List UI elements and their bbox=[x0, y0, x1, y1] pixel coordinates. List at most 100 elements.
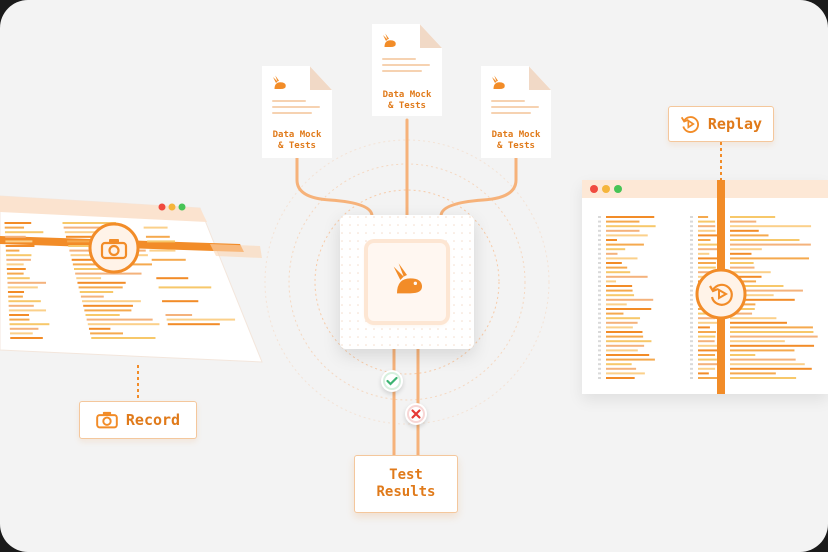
code-line bbox=[698, 257, 722, 260]
code-line bbox=[165, 314, 193, 316]
code-line bbox=[730, 377, 797, 379]
code-line bbox=[9, 314, 30, 316]
code-line bbox=[606, 294, 635, 297]
code-line bbox=[730, 289, 803, 292]
line-number bbox=[598, 312, 601, 315]
replay-icon bbox=[680, 116, 699, 133]
code-line bbox=[606, 243, 644, 246]
line-number bbox=[598, 266, 601, 269]
code-line bbox=[730, 321, 787, 324]
line-number bbox=[690, 358, 693, 361]
line-number bbox=[690, 243, 693, 246]
code-line bbox=[730, 257, 810, 260]
pass-status bbox=[381, 370, 403, 392]
code-line bbox=[80, 295, 104, 298]
code-line bbox=[698, 331, 716, 333]
code-line bbox=[162, 300, 199, 303]
line-number bbox=[598, 331, 601, 333]
code-line bbox=[83, 304, 133, 307]
line-number bbox=[598, 252, 601, 255]
code-line bbox=[698, 321, 723, 324]
rabbit-logo-icon bbox=[383, 33, 396, 47]
code-line bbox=[606, 289, 633, 292]
doc-3-label-line2: & Tests bbox=[497, 141, 535, 151]
code-line bbox=[64, 231, 121, 234]
code-line bbox=[606, 285, 633, 287]
code-line bbox=[698, 340, 715, 343]
replay-code-lines bbox=[598, 216, 818, 379]
data-mock-doc-1: Data Mock & Tests bbox=[262, 66, 332, 158]
line-number bbox=[598, 363, 601, 366]
line-number bbox=[598, 257, 601, 260]
line-number bbox=[598, 216, 601, 218]
code-line bbox=[91, 337, 156, 339]
code-line bbox=[606, 349, 638, 352]
code-line bbox=[8, 304, 34, 307]
data-mock-doc-3: Data Mock & Tests bbox=[481, 66, 551, 158]
code-line bbox=[730, 340, 785, 343]
line-number bbox=[690, 331, 693, 333]
code-line bbox=[5, 245, 35, 247]
code-line bbox=[166, 318, 236, 321]
doc-2-label-line1: Data Mock bbox=[382, 90, 432, 100]
line-number bbox=[690, 335, 693, 338]
code-line bbox=[10, 337, 43, 339]
code-line bbox=[698, 354, 716, 356]
code-line bbox=[698, 377, 724, 379]
code-line bbox=[85, 314, 120, 316]
code-line bbox=[730, 275, 762, 278]
line-number bbox=[690, 377, 693, 379]
line-number bbox=[598, 372, 601, 375]
code-line bbox=[730, 234, 769, 237]
code-line bbox=[698, 229, 716, 232]
line-number bbox=[598, 243, 601, 246]
line-number bbox=[598, 229, 601, 232]
line-number bbox=[690, 372, 693, 375]
line-number bbox=[690, 271, 693, 274]
code-line bbox=[606, 266, 628, 269]
code-line bbox=[62, 222, 117, 224]
code-line bbox=[698, 271, 712, 274]
code-line bbox=[730, 216, 776, 218]
code-line bbox=[730, 225, 812, 228]
window-close-dot bbox=[158, 203, 166, 211]
code-line bbox=[730, 358, 796, 361]
code-line bbox=[7, 291, 25, 293]
code-line bbox=[730, 326, 813, 329]
code-line bbox=[730, 312, 753, 315]
line-number bbox=[598, 298, 601, 301]
line-number bbox=[598, 340, 601, 343]
code-line bbox=[606, 298, 654, 301]
code-line bbox=[698, 248, 722, 251]
code-line bbox=[698, 220, 716, 223]
code-line bbox=[730, 363, 805, 366]
line-number bbox=[598, 308, 601, 310]
code-line bbox=[698, 234, 723, 237]
code-line bbox=[158, 286, 212, 289]
line-number bbox=[598, 377, 601, 379]
line-number bbox=[690, 298, 693, 301]
line-number bbox=[598, 344, 601, 347]
code-line bbox=[730, 220, 757, 223]
code-line bbox=[606, 312, 624, 315]
code-line bbox=[7, 277, 30, 280]
line-number bbox=[598, 367, 601, 370]
hub-logo-tile bbox=[368, 243, 446, 321]
code-line bbox=[730, 243, 811, 246]
line-number bbox=[690, 321, 693, 324]
line-number bbox=[690, 216, 693, 218]
code-line bbox=[698, 363, 721, 366]
code-line bbox=[698, 239, 711, 241]
line-number bbox=[598, 280, 601, 283]
line-number bbox=[598, 321, 601, 324]
code-line bbox=[606, 317, 641, 320]
code-line bbox=[606, 262, 622, 264]
code-line bbox=[67, 240, 102, 243]
results-label-line1: Test bbox=[389, 467, 423, 483]
window-maximize-dot bbox=[178, 203, 186, 211]
replay-label: Replay bbox=[707, 115, 763, 133]
code-line bbox=[606, 239, 617, 241]
code-line bbox=[606, 220, 640, 223]
